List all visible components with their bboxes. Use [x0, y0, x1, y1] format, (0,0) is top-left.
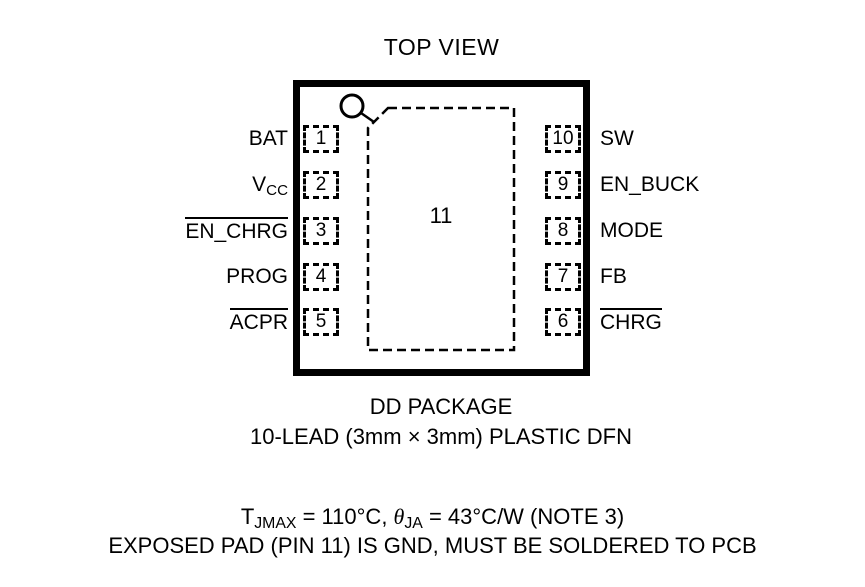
pin-number-8: 8: [557, 220, 569, 241]
pin-label-vcc: VCC: [252, 173, 288, 199]
pin-label-bat: BAT: [248, 127, 288, 150]
pin-number-1: 1: [315, 128, 327, 149]
tjmax-symbol: T: [240, 504, 255, 529]
pin-label-mode: MODE: [600, 219, 663, 242]
pin-number-4: 4: [315, 266, 327, 287]
pin1-chamfer-line: [360, 111, 375, 124]
pin-label-acpr: ACPR: [68, 308, 288, 336]
pin1-indicator-icon: [339, 93, 365, 119]
pin-label-en-chrg: EN_CHRG: [68, 217, 288, 245]
pin-box-4: 4: [303, 263, 339, 291]
pin-label-chrg: CHRG: [600, 308, 840, 336]
package-name: DD PACKAGE: [369, 394, 513, 419]
theta-subscript: JA: [404, 515, 423, 532]
pin-label-fb: FB: [600, 265, 627, 288]
pin-label-prog: PROG: [226, 265, 288, 288]
pin-box-1: 1: [303, 125, 339, 153]
pin-number-10: 10: [552, 128, 574, 149]
pin-number-3: 3: [315, 220, 327, 241]
package-description: 10-LEAD (3mm × 3mm) PLASTIC DFN: [249, 424, 632, 449]
pin-label-en-buck: EN_BUCK: [600, 173, 700, 196]
pin-number-5: 5: [315, 311, 327, 332]
pin-box-10: 10: [545, 125, 581, 153]
pin-box-5: 5: [303, 308, 339, 336]
pin-box-6: 6: [545, 308, 581, 336]
exposed-pad-note: EXPOSED PAD (PIN 11) IS GND, MUST BE SOL…: [108, 533, 757, 558]
theta-symbol: θ: [393, 504, 405, 529]
pin-box-7: 7: [545, 263, 581, 291]
exposed-pad-outline: [339, 93, 516, 352]
pin-number-9: 9: [557, 174, 569, 195]
theta-value: = 43°C/W (NOTE 3): [422, 504, 625, 529]
pin-box-8: 8: [545, 217, 581, 245]
pin-box-9: 9: [545, 171, 581, 199]
tjmax-value: = 110°C,: [296, 504, 394, 529]
pin-label-sw: SW: [600, 127, 634, 150]
top-view-label: TOP VIEW: [383, 34, 500, 60]
package-outline: [293, 80, 590, 376]
pin-number-2: 2: [315, 174, 327, 195]
exposed-pad-number: 11: [429, 203, 453, 228]
thermal-note: TJMAX = 110°C, θJA = 43°C/W (NOTE 3): [0, 504, 865, 533]
pin-box-2: 2: [303, 171, 339, 199]
pin-number-6: 6: [557, 311, 569, 332]
pin-number-7: 7: [557, 266, 569, 287]
tjmax-subscript: JMAX: [254, 515, 297, 532]
pin-box-3: 3: [303, 217, 339, 245]
exposed-pad-dashed-border: [366, 106, 516, 352]
